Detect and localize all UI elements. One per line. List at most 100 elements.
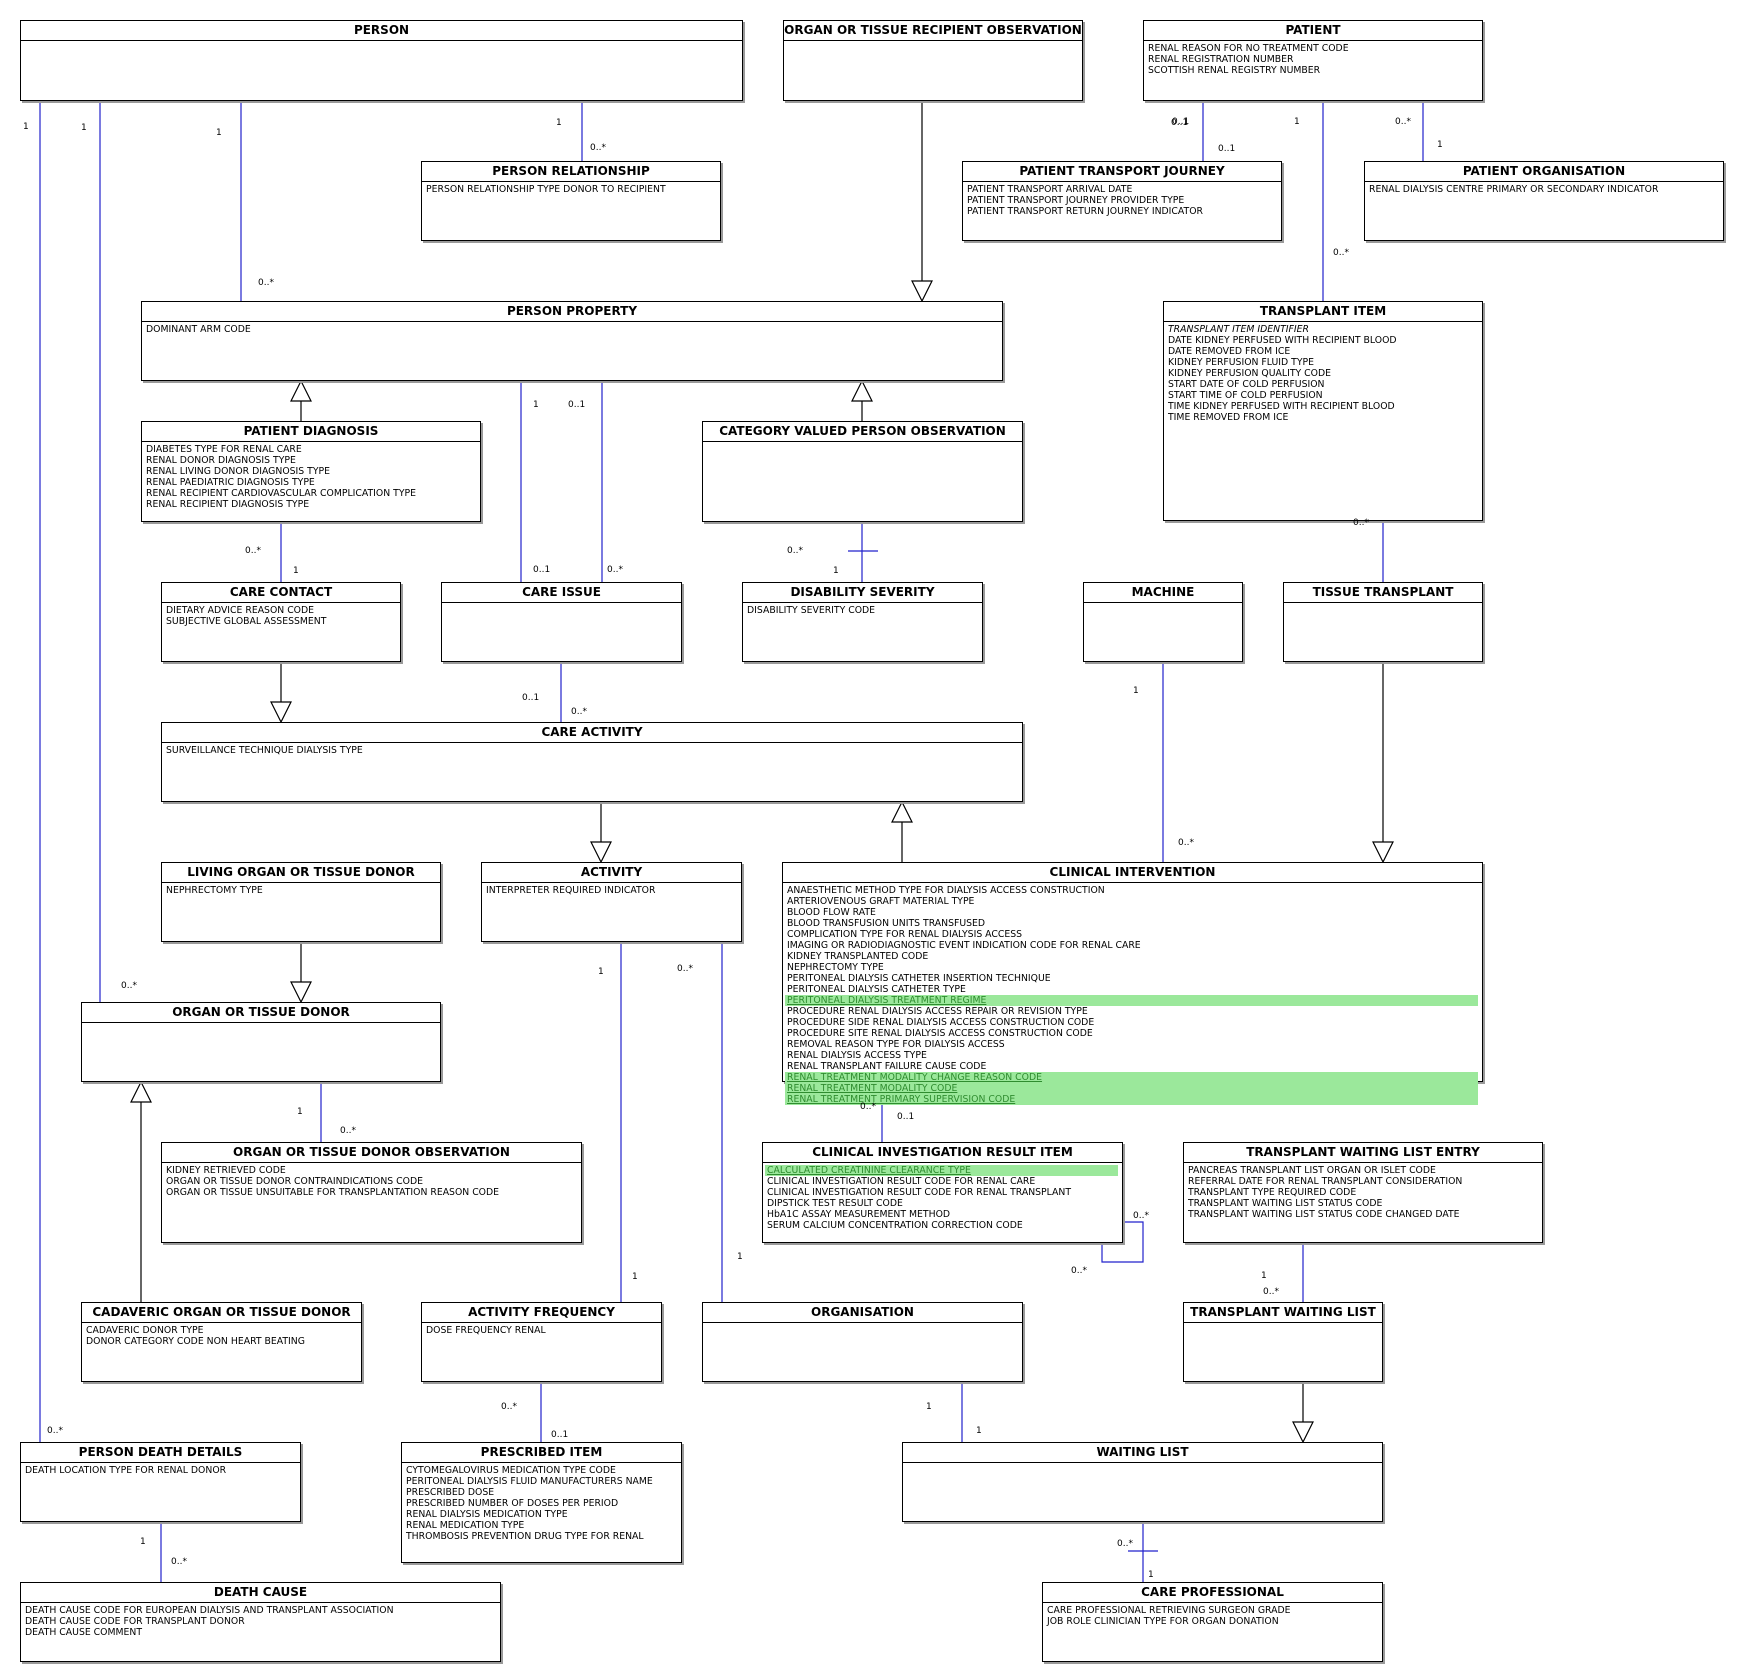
attribute: SERUM CALCIUM CONCENTRATION CORRECTION C…	[767, 1220, 1023, 1231]
attribute-highlighted: PERITONEAL DIALYSIS TREATMENT REGIME	[785, 995, 1478, 1006]
entity-title: ORGAN OR TISSUE RECIPIENT OBSERVATION	[784, 21, 1082, 41]
entity-title: CLINICAL INVESTIGATION RESULT ITEM	[763, 1143, 1122, 1163]
multiplicity-label: 1	[632, 1272, 638, 1282]
attribute: DIPSTICK TEST RESULT CODE	[767, 1198, 903, 1209]
entity-title: DEATH CAUSE	[21, 1583, 500, 1603]
multiplicity-label: 0..1	[522, 693, 540, 703]
attribute: PERITONEAL DIALYSIS FLUID MANUFACTURERS …	[406, 1476, 653, 1487]
attribute: PERITONEAL DIALYSIS CATHETER TYPE	[787, 984, 966, 995]
multiplicity-label: 1	[297, 1107, 303, 1117]
attribute: REFERRAL DATE FOR RENAL TRANSPLANT CONSI…	[1188, 1176, 1463, 1187]
attribute: CLINICAL INVESTIGATION RESULT CODE FOR R…	[767, 1187, 1072, 1198]
attribute: SURVEILLANCE TECHNIQUE DIALYSIS TYPE	[166, 745, 363, 756]
multiplicity-label: 1	[737, 1252, 743, 1262]
attribute: PROCEDURE SITE RENAL DIALYSIS ACCESS CON…	[787, 1028, 1093, 1039]
multiplicity-label: 0..*	[1353, 518, 1369, 528]
attribute: START TIME OF COLD PERFUSION	[1168, 390, 1323, 401]
attribute: RENAL RECIPIENT CARDIOVASCULAR COMPLICAT…	[146, 488, 416, 499]
generalization-arrow	[891, 800, 913, 823]
entity-title: ACTIVITY	[482, 863, 741, 883]
attribute: KIDNEY PERFUSION FLUID TYPE	[1168, 357, 1314, 368]
multiplicity-label: 0..*	[501, 1402, 517, 1412]
generalization-arrow	[911, 280, 933, 303]
attribute-list: DEATH CAUSE CODE FOR EUROPEAN DIALYSIS A…	[21, 1603, 500, 1638]
attribute-list	[442, 603, 681, 605]
attribute: PANCREAS TRANSPLANT LIST ORGAN OR ISLET …	[1188, 1165, 1436, 1176]
entity-title: ORGANISATION	[703, 1303, 1022, 1323]
multiplicity-label: 1	[81, 123, 87, 133]
generalization-arrow	[290, 981, 312, 1004]
attribute: DEATH CAUSE CODE FOR TRANSPLANT DONOR	[25, 1616, 245, 1627]
attribute: TIME KIDNEY PERFUSED WITH RECIPIENT BLOO…	[1168, 401, 1395, 412]
attribute: RENAL REASON FOR NO TREATMENT CODE	[1148, 43, 1349, 54]
multiplicity-label: 0..*	[860, 1102, 876, 1112]
attribute: DOSE FREQUENCY RENAL	[426, 1325, 546, 1336]
attribute: RENAL DIALYSIS CENTRE PRIMARY OR SECONDA…	[1369, 184, 1659, 195]
attribute: KIDNEY RETRIEVED CODE	[166, 1165, 286, 1176]
multiplicity-label: 1	[833, 566, 839, 576]
attribute: BLOOD TRANSFUSION UNITS TRANSFUSED	[787, 918, 986, 929]
multiplicity-label: 0..*	[47, 1426, 63, 1436]
attribute: PATIENT TRANSPORT ARRIVAL DATE	[967, 184, 1133, 195]
multiplicity-label: 1	[556, 118, 562, 128]
attribute-list: CARE PROFESSIONAL RETRIEVING SURGEON GRA…	[1043, 1603, 1382, 1627]
multiplicity-label: 0..*	[607, 565, 623, 575]
entity-title: MACHINE	[1084, 583, 1242, 603]
attribute: RENAL RECIPIENT DIAGNOSIS TYPE	[146, 499, 310, 510]
multiplicity-label: 1	[140, 1537, 146, 1547]
entity-title: CATEGORY VALUED PERSON OBSERVATION	[703, 422, 1022, 442]
attribute: RENAL DIALYSIS MEDICATION TYPE	[406, 1509, 568, 1520]
entity-care-issue: CARE ISSUE	[441, 582, 682, 662]
attribute: RENAL LIVING DONOR DIAGNOSIS TYPE	[146, 466, 330, 477]
attribute: SCOTTISH RENAL REGISTRY NUMBER	[1148, 65, 1321, 76]
entity-title: TRANSPLANT WAITING LIST ENTRY	[1184, 1143, 1542, 1163]
attribute-list	[1184, 1323, 1382, 1325]
attribute: DIETARY ADVICE REASON CODE	[166, 605, 315, 616]
attribute-list	[784, 41, 1082, 43]
multiplicity-label: 0..*	[571, 707, 587, 717]
attribute-list: RENAL DIALYSIS CENTRE PRIMARY OR SECONDA…	[1365, 182, 1723, 195]
attribute-list	[703, 1323, 1022, 1325]
entity-category-valued-person-observation: CATEGORY VALUED PERSON OBSERVATION	[702, 421, 1023, 522]
attribute: COMPLICATION TYPE FOR RENAL DIALYSIS ACC…	[787, 929, 1023, 940]
multiplicity-label: 0..*	[677, 964, 693, 974]
attribute-list: INTERPRETER REQUIRED INDICATOR	[482, 883, 741, 896]
attribute: TRANSPLANT WAITING LIST STATUS CODE CHAN…	[1188, 1209, 1460, 1220]
attribute: CARE PROFESSIONAL RETRIEVING SURGEON GRA…	[1047, 1605, 1291, 1616]
attribute: THROMBOSIS PREVENTION DRUG TYPE FOR RENA…	[406, 1531, 644, 1542]
attribute: DATE REMOVED FROM ICE	[1168, 346, 1291, 357]
attribute: BLOOD FLOW RATE	[787, 907, 876, 918]
attribute-list	[21, 41, 742, 43]
attribute: ORGAN OR TISSUE DONOR CONTRAINDICATIONS …	[166, 1176, 424, 1187]
entity-title: PERSON RELATIONSHIP	[422, 162, 720, 182]
generalization-arrow	[851, 379, 873, 402]
attribute: RENAL MEDICATION TYPE	[406, 1520, 525, 1531]
attribute-list	[903, 1463, 1382, 1465]
attribute-highlighted: RENAL TREATMENT PRIMARY SUPERVISION CODE	[785, 1094, 1478, 1105]
multiplicity-label: 0..1	[568, 400, 586, 410]
multiplicity-label: 0..*	[1178, 838, 1194, 848]
generalization-arrow	[290, 379, 312, 402]
attribute-highlighted: RENAL TREATMENT MODALITY CODE	[785, 1083, 1478, 1094]
entity-title: ORGAN OR TISSUE DONOR OBSERVATION	[162, 1143, 581, 1163]
entity-title: PATIENT ORGANISATION	[1365, 162, 1723, 182]
attribute: PATIENT TRANSPORT JOURNEY PROVIDER TYPE	[967, 195, 1185, 206]
multiplicity-label: 0..*	[590, 143, 606, 153]
entity-title: PERSON	[21, 21, 742, 41]
multiplicity-label: 0..*	[245, 546, 261, 556]
